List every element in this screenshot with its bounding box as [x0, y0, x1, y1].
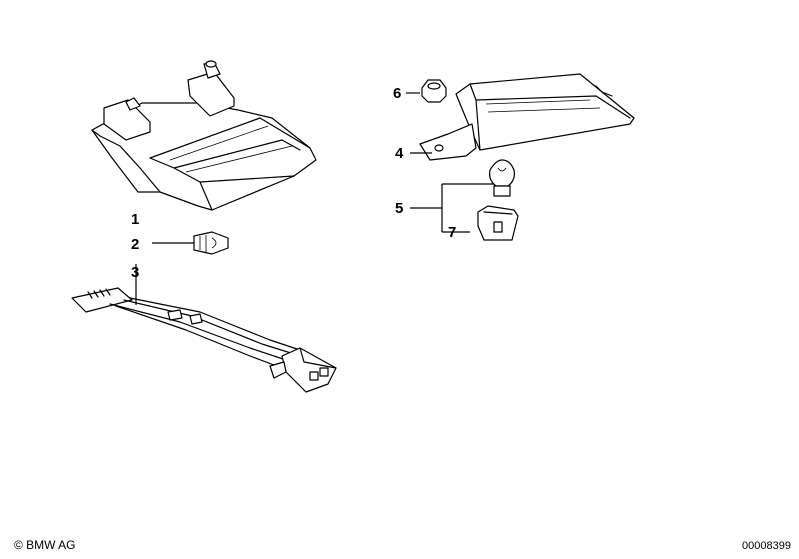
copyright-notice: © BMW AG: [14, 538, 76, 552]
hex-nut: [406, 79, 447, 103]
callout-7: 7: [448, 224, 456, 241]
callout-3: 3: [131, 264, 139, 281]
callout-4: 4: [395, 145, 404, 162]
callout-2: 2: [131, 236, 139, 253]
callout-1: 1: [131, 211, 139, 228]
callout-6: 6: [393, 85, 401, 102]
light-assembly-housing: [410, 73, 635, 161]
callout-5: 5: [395, 200, 403, 217]
brake-light-housing: [91, 60, 317, 211]
document-number: 00008399: [742, 540, 791, 552]
wedge-bulb: [152, 231, 229, 255]
bulb-socket-assembly: [410, 159, 519, 241]
wiring-harness: [71, 264, 337, 393]
